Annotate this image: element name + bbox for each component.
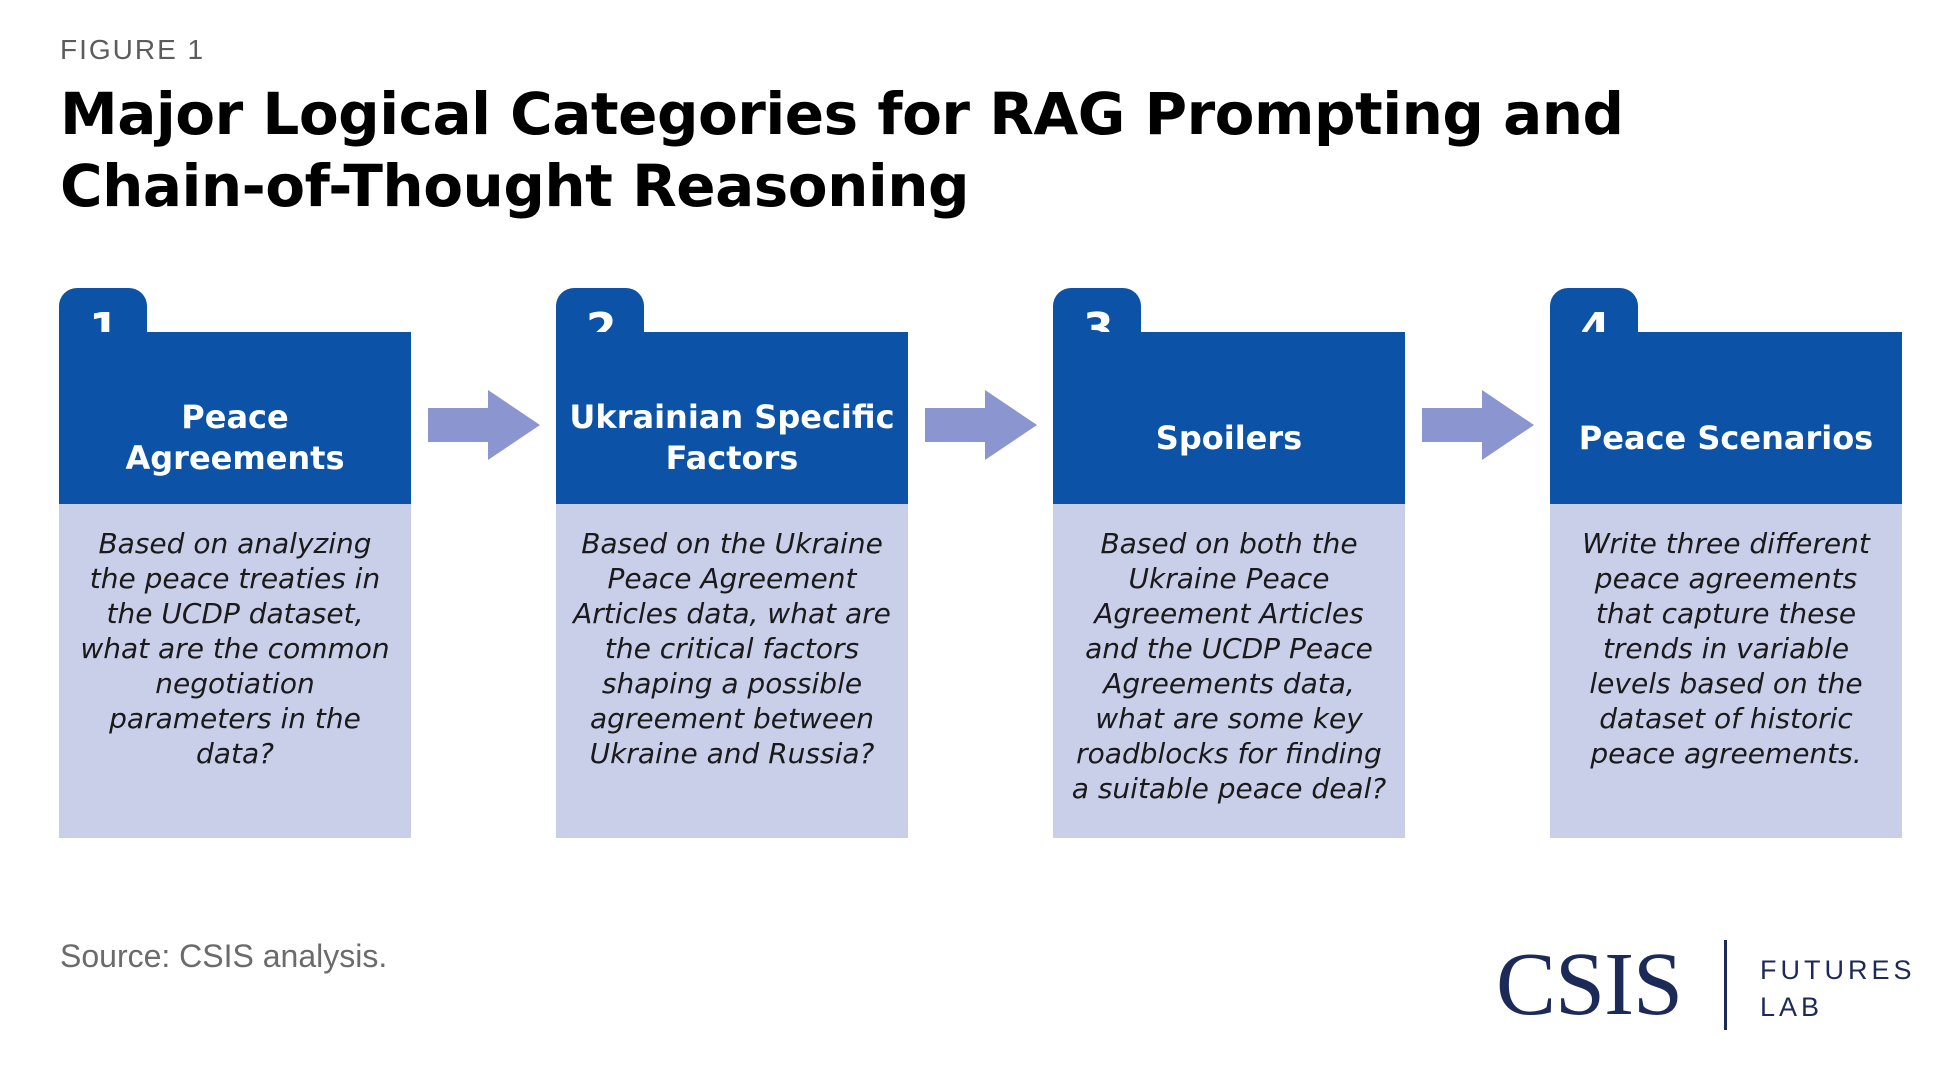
step-3-body: Based on both the Ukraine Peace Agreemen… xyxy=(1053,504,1405,838)
step-3-heading: Spoilers xyxy=(1155,418,1303,457)
step-1-body: Based on analyzing the peace treaties in… xyxy=(59,504,411,838)
step-2-text: Based on the Ukraine Peace Agreement Art… xyxy=(573,527,891,770)
logo-subtitle-futures: FUTURES xyxy=(1760,955,1916,985)
logo-subtitle-lab: LAB xyxy=(1760,992,1824,1022)
step-2-card: 2 Ukrainian Specific Factors Based on th… xyxy=(556,288,908,838)
step-4-text: Write three different peace agreements t… xyxy=(1582,527,1870,770)
step-1-header: Peace Agreements xyxy=(59,332,411,504)
step-1-text: Based on analyzing the peace treaties in… xyxy=(80,527,390,770)
arrow-2-to-3 xyxy=(925,390,1037,460)
title-line-1: Major Logical Categories for RAG Prompti… xyxy=(60,80,1624,148)
step-4-body: Write three different peace agreements t… xyxy=(1550,504,1902,838)
step-3-card: 3 Spoilers Based on both the Ukraine Pea… xyxy=(1053,288,1405,838)
source-note: Source: CSIS analysis. xyxy=(60,938,388,974)
step-2-heading: Ukrainian Specific Factors xyxy=(569,398,895,477)
step-4-header: Peace Scenarios xyxy=(1550,332,1902,504)
step-1-heading: Peace Agreements xyxy=(125,398,345,477)
arrow-1-to-2 xyxy=(428,390,540,460)
step-2-body: Based on the Ukraine Peace Agreement Art… xyxy=(556,504,908,838)
arrow-3-to-4 xyxy=(1422,390,1534,460)
logo-wordmark: CSIS xyxy=(1496,935,1683,1034)
step-1-card: 1 Peace Agreements Based on analyzing th… xyxy=(59,288,411,838)
logo-divider xyxy=(1724,940,1727,1030)
csis-futures-lab-logo: CSIS FUTURES LAB xyxy=(1496,935,1912,1035)
step-3-text: Based on both the Ukraine Peace Agreemen… xyxy=(1071,527,1387,805)
step-2-header: Ukrainian Specific Factors xyxy=(556,332,908,504)
figure-label: FIGURE 1 xyxy=(60,34,206,65)
step-3-header: Spoilers xyxy=(1053,332,1405,504)
step-4-card: 4 Peace Scenarios Write three different … xyxy=(1550,288,1902,838)
step-4-heading: Peace Scenarios xyxy=(1578,418,1874,457)
title-line-2: Chain-of-Thought Reasoning xyxy=(60,152,970,220)
figure-title: Major Logical Categories for RAG Prompti… xyxy=(60,78,1660,222)
